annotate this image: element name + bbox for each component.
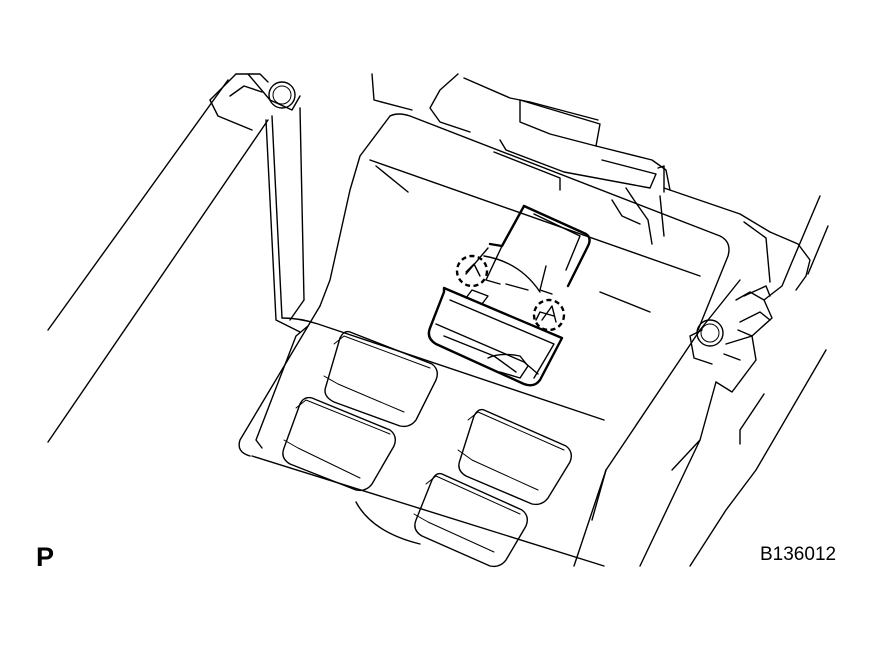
upper-trim-panel — [238, 113, 730, 457]
clip-callout-right — [532, 298, 566, 332]
lower-trim-panel — [251, 317, 607, 567]
recess-lower-left — [282, 396, 397, 492]
bolt-head-right — [696, 319, 724, 347]
figure-id: B136012 — [760, 544, 837, 565]
console-top-structure — [429, 73, 771, 283]
clip-callout-left — [455, 254, 489, 288]
console-left-side — [47, 73, 413, 443]
panel-label: P — [36, 542, 55, 572]
recess-lower-right — [413, 472, 529, 568]
recess-upper-right — [457, 408, 573, 506]
bolt-head-left — [268, 81, 296, 109]
recess-upper-left — [323, 330, 439, 428]
console-right-side — [573, 195, 829, 567]
switch-assembly[interactable] — [427, 204, 591, 387]
